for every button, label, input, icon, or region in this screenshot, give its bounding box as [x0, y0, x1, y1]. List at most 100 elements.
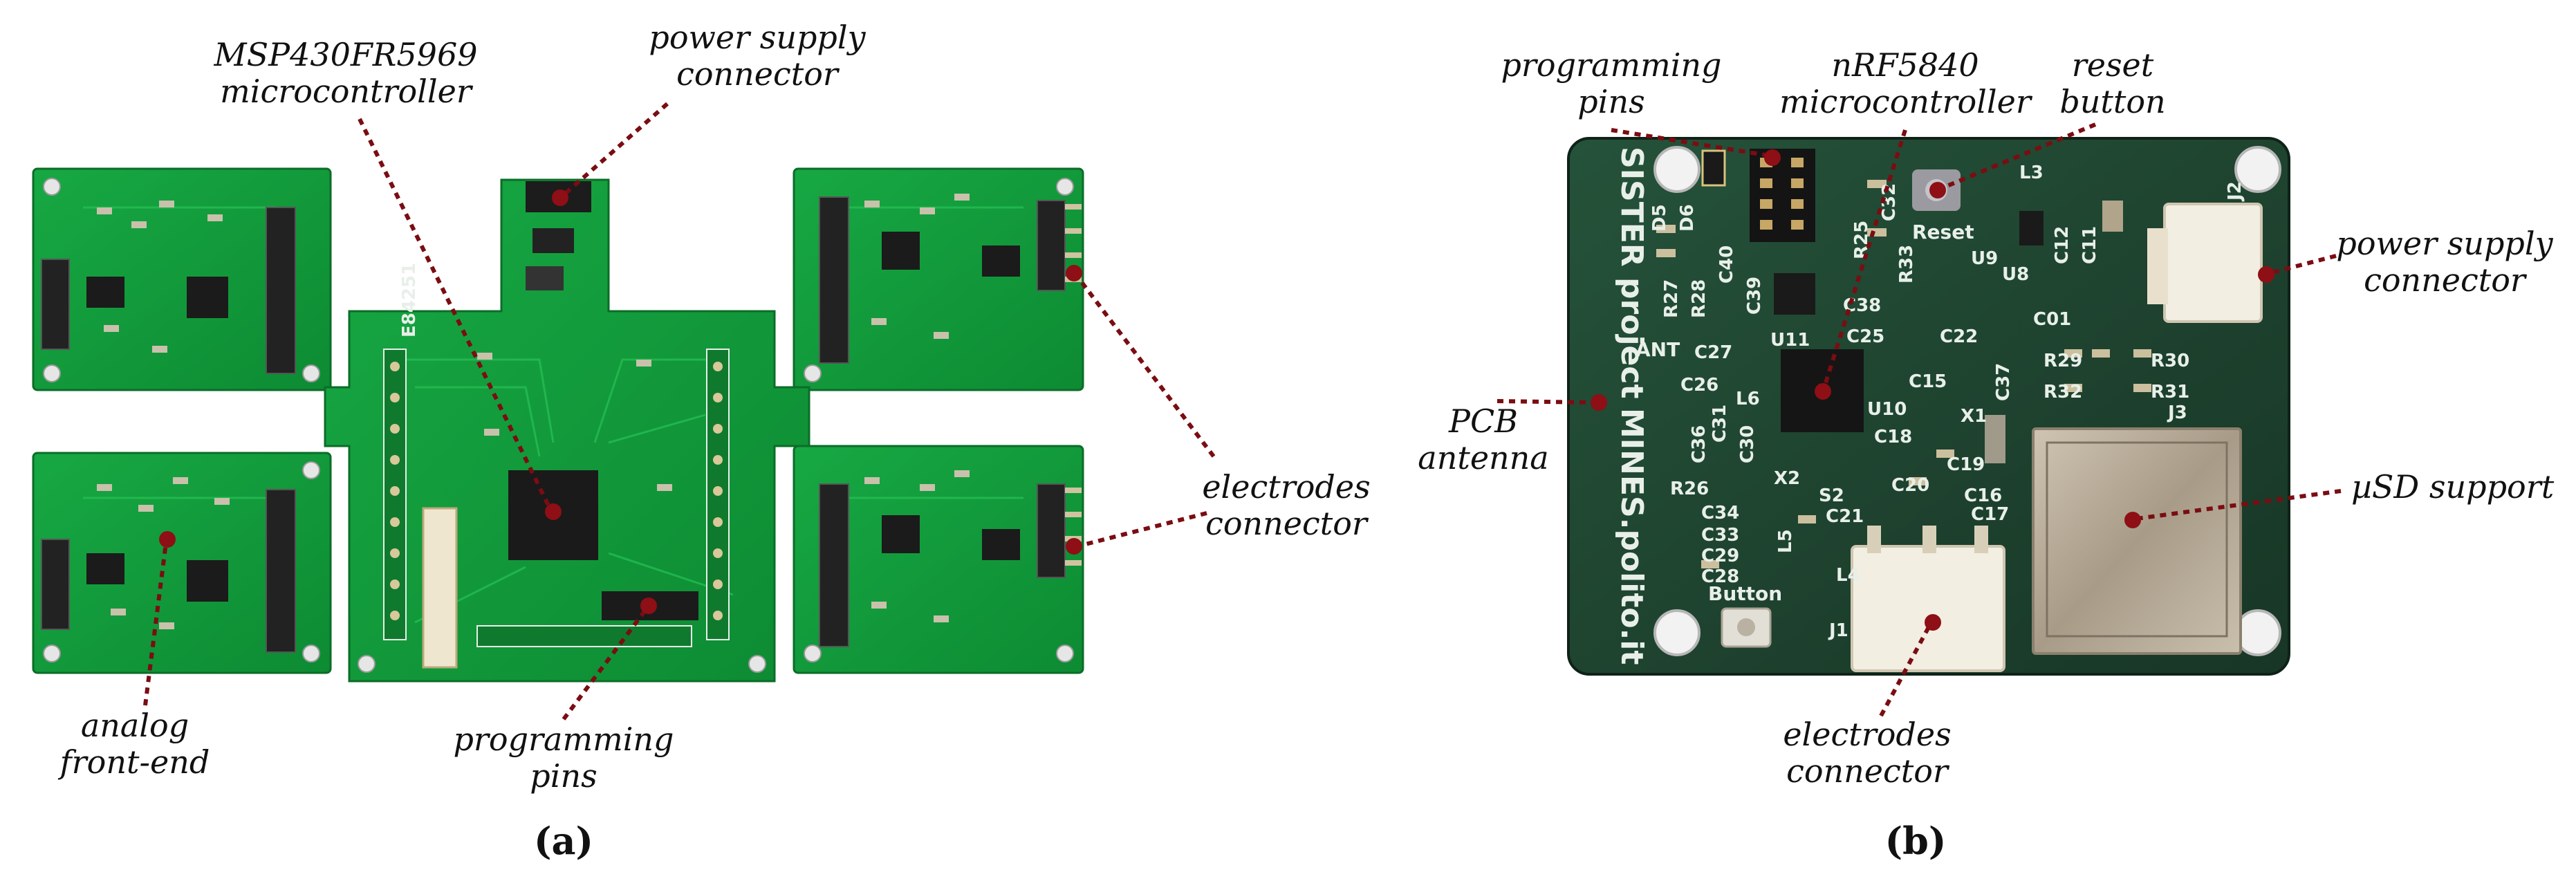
silk-ref: C36 — [1689, 425, 1709, 463]
silk-ref: U9 — [1971, 248, 1998, 269]
silk-ref: R26 — [1670, 479, 1709, 499]
label-b-mcu-line2: microcontroller — [1779, 83, 2033, 120]
silk-site: MINES.polito.it — [1614, 408, 1649, 665]
programming-header-b — [1750, 149, 1815, 242]
caption-a: (a) — [534, 819, 593, 863]
marker-b-antenna — [1591, 394, 1607, 411]
electrodes-connector-b — [1851, 545, 2005, 672]
silk-ref: R30 — [2151, 351, 2189, 371]
label-b-prog-line2: pins — [1577, 83, 1644, 120]
silk-ref: C01 — [2033, 309, 2071, 330]
label-a-prog-line1: programming — [453, 721, 674, 758]
marker-b-electrodes — [1925, 614, 1941, 631]
silk-ref: C29 — [1701, 546, 1739, 566]
silk-button: Button — [1708, 582, 1782, 605]
label-b-antenna-line1: PCB — [1448, 402, 1518, 440]
silk-ref: C26 — [1680, 375, 1718, 396]
power-connector-b — [2163, 203, 2263, 323]
marker-a-afe — [159, 531, 176, 548]
silk-ref: C18 — [1874, 427, 1912, 447]
silk-ref: R32 — [2044, 382, 2082, 402]
label-a-mcu-line1: MSP430FR5969 — [214, 36, 478, 73]
silk-ref: R29 — [2044, 351, 2082, 371]
silk-ref: R28 — [1689, 279, 1709, 318]
label-a-prog-line2: pins — [530, 757, 597, 795]
sd-slot — [2032, 427, 2242, 655]
silk-ref: L6 — [1736, 389, 1760, 409]
silk-ref: C34 — [1701, 503, 1739, 523]
silk-ref: C11 — [2079, 226, 2100, 264]
label-b-antenna-line2: antenna — [1418, 439, 1548, 476]
silk-ref: U11 — [1770, 330, 1810, 351]
silk-ref: C40 — [1716, 245, 1737, 284]
label-a-afe-line2: front-end — [58, 743, 210, 781]
silk-ref: R25 — [1851, 221, 1872, 259]
marker-b-reset — [1929, 182, 1946, 198]
afe-board-bottom-left — [32, 452, 332, 674]
label-b-electrodes-line1: electrodes — [1783, 716, 1951, 753]
afe-board-top-left — [32, 167, 332, 391]
label-a-electrodes-line2: connector — [1205, 505, 1369, 542]
silk-ref: L5 — [1775, 529, 1796, 553]
silk-ref: C39 — [1744, 277, 1765, 315]
marker-b-mcu — [1815, 383, 1831, 400]
panel-b-photo: SISTER project MINES.polito.it ANT Reset… — [1567, 137, 2290, 676]
silk-ref: C21 — [1826, 506, 1864, 527]
silk-ref: C31 — [1709, 405, 1730, 443]
label-a-electrodes-line1: electrodes — [1202, 468, 1370, 506]
silk-ref: X1 — [1961, 406, 1987, 427]
label-b-electrodes-line2: connector — [1786, 752, 1950, 790]
marker-a-electrodes-bottom — [1066, 538, 1082, 555]
label-a-mcu-line2: microcontroller — [220, 73, 474, 110]
silk-ant: ANT — [1636, 338, 1680, 361]
silk-ref: C19 — [1947, 454, 1985, 475]
silk-ref: C22 — [1940, 326, 1978, 347]
marker-b-usd — [2124, 512, 2141, 528]
label-b-power-line2: connector — [2364, 261, 2528, 299]
silk-ref: C25 — [1846, 326, 1884, 347]
silk-ref: X2 — [1774, 468, 1800, 489]
afe-board-bottom-right — [793, 445, 1084, 674]
afe-board-top-right — [793, 167, 1084, 391]
silk-ref: R33 — [1896, 245, 1917, 284]
marker-a-mcu — [545, 503, 562, 520]
panel-a-annotations: MSP430FR5969 microcontroller power suppl… — [58, 19, 1371, 863]
silk-ref: C37 — [1993, 363, 2014, 401]
silk-ref: U10 — [1867, 399, 1907, 420]
silk-ref: C27 — [1694, 342, 1732, 363]
silk-ref: D6 — [1677, 204, 1698, 232]
silk-project: SISTER project — [1614, 147, 1649, 398]
silk-ref: C15 — [1909, 371, 1947, 392]
bare-silk-label: E84251 — [399, 263, 420, 337]
silk-ref: C20 — [1891, 475, 1929, 496]
silk-ref: C12 — [2052, 226, 2073, 264]
marker-a-prog — [640, 597, 657, 614]
silk-ref: S2 — [1819, 485, 1844, 506]
silk-ref: J2 — [2225, 181, 2245, 202]
marker-b-prog — [1764, 149, 1781, 166]
marker-b-power — [2258, 266, 2274, 283]
label-a-power-line2: connector — [676, 55, 840, 93]
silk-reset: Reset — [1912, 221, 1974, 243]
silk-ref: C28 — [1701, 566, 1739, 587]
label-b-prog-line1: programming — [1501, 46, 1721, 84]
panel-b-annotations: programming pins nRF5840 microcontroller… — [1418, 46, 2554, 863]
marker-a-electrodes-top — [1066, 265, 1082, 281]
label-a-afe-line1: analog — [81, 707, 189, 744]
caption-b: (b) — [1885, 819, 1947, 863]
silk-ref: C16 — [1964, 485, 2002, 506]
marker-a-power — [552, 189, 568, 206]
silk-ref: R27 — [1661, 279, 1682, 318]
label-a-power-line1: power supply — [649, 19, 866, 56]
silk-ref: L3 — [2019, 163, 2044, 183]
silk-ref: C33 — [1701, 525, 1739, 546]
label-b-reset-line1: reset — [2072, 46, 2154, 84]
silk-ref: C30 — [1737, 425, 1758, 463]
panel-a-photo: E84251 — [32, 167, 1084, 683]
silk-ref: J3 — [2167, 402, 2187, 423]
silk-ref: D5 — [1649, 204, 1670, 232]
label-b-reset-line2: button — [2059, 83, 2165, 120]
silk-refs: D5 D6 R27 R28 C40 R25 C32 L3 U9 U8 C12 C… — [1649, 163, 2245, 641]
silk-ref: J1 — [1828, 620, 1848, 641]
